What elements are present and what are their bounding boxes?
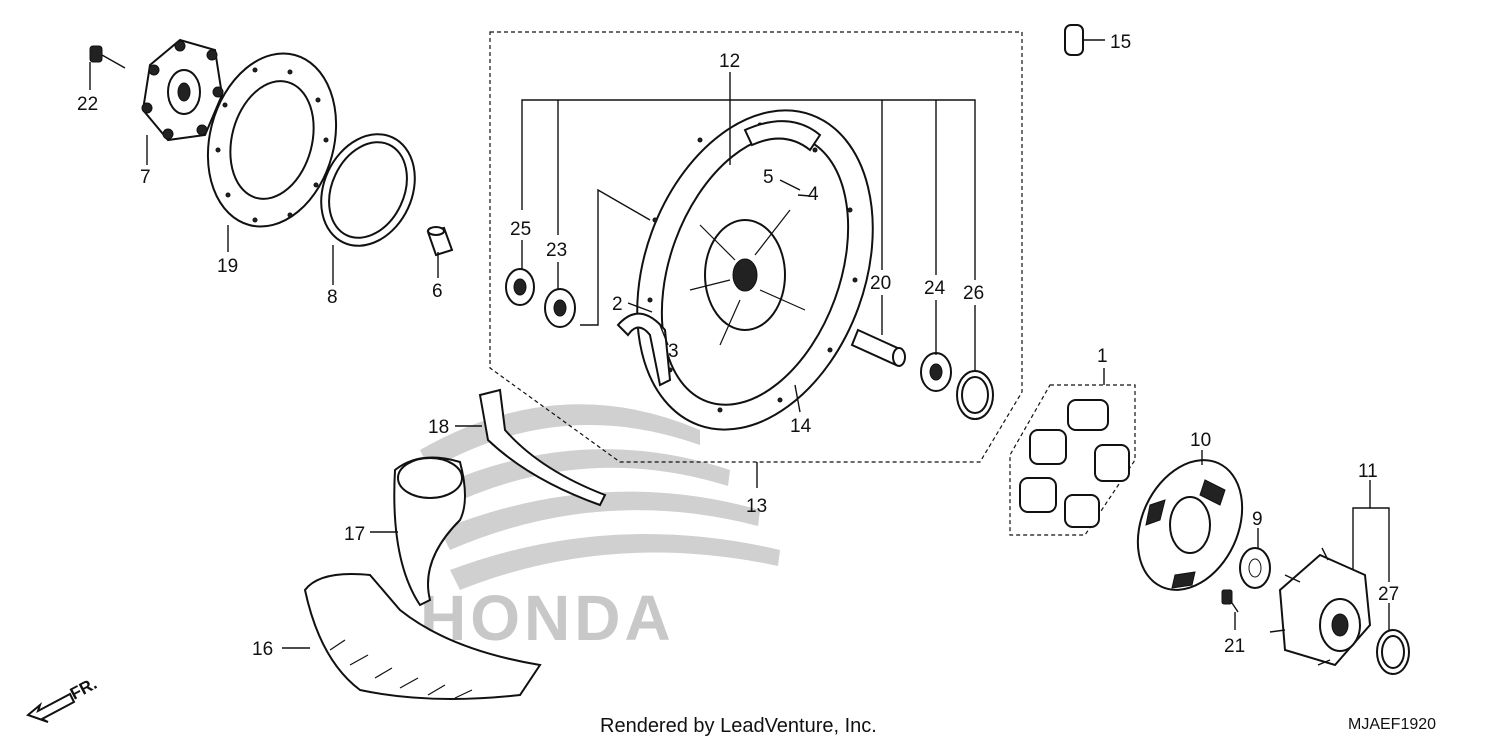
part-9-washer [1239, 547, 1271, 589]
label-12: 12 [719, 51, 740, 72]
part-1-damper-rubbers [1009, 384, 1136, 536]
assembly-box-13 [489, 31, 1023, 463]
part-18-rim-strip [478, 388, 607, 507]
watermark-text: HONDA [420, 582, 675, 654]
label-27: 27 [1378, 584, 1399, 605]
part-11-hub [1269, 547, 1372, 667]
label-18: 18 [428, 417, 449, 438]
part-10-plate [1136, 459, 1244, 591]
label-17: 17 [344, 524, 365, 545]
part-6-collar [426, 226, 454, 257]
label-21: 21 [1224, 636, 1245, 657]
label-20: 20 [870, 273, 891, 294]
label-25: 25 [510, 219, 531, 240]
diagram-code: MJAEF1920 [1348, 716, 1436, 733]
part-2-3-tape [616, 312, 672, 387]
part-8-ring [320, 133, 416, 247]
label-7: 7 [140, 167, 151, 188]
label-4: 4 [808, 184, 819, 205]
label-26: 26 [963, 283, 984, 304]
part-24-bearing [920, 352, 952, 392]
part-25-bearing [505, 268, 535, 306]
label-6: 6 [432, 281, 443, 302]
part-17-tube [393, 456, 466, 607]
part-19-brake-disc [206, 52, 338, 228]
label-2: 2 [612, 294, 623, 315]
part-5-4-tape [743, 120, 822, 152]
label-11: 11 [1358, 461, 1378, 482]
part-27-oring [1376, 629, 1410, 675]
part-26-oring [956, 370, 994, 420]
callout-labels: 1 2 3 4 5 6 7 8 9 10 11 12 13 14 15 16 1… [77, 32, 1399, 660]
label-15: 15 [1110, 32, 1131, 53]
part-22-bolt [89, 45, 126, 69]
label-5: 5 [763, 167, 774, 188]
part-20-collar [850, 328, 906, 367]
part-16-tire [303, 573, 542, 700]
part-7-flange [141, 38, 224, 142]
front-direction-arrow: FR. [26, 674, 100, 723]
label-14: 14 [790, 416, 812, 437]
part-15-valve [1064, 24, 1105, 56]
part-23-bearing [544, 288, 576, 328]
part-12-14-wheel [636, 109, 874, 431]
label-22: 22 [77, 94, 98, 115]
label-24: 24 [924, 278, 946, 299]
label-3: 3 [668, 341, 679, 362]
part-21-bolt [1221, 589, 1239, 613]
leader-lines [89, 62, 1390, 649]
render-credit: Rendered by LeadVenture, Inc. [600, 715, 877, 737]
label-13: 13 [746, 496, 767, 517]
label-19: 19 [217, 256, 238, 277]
arrow-icon [26, 692, 76, 723]
label-1: 1 [1097, 346, 1108, 367]
label-23: 23 [546, 240, 567, 261]
label-10: 10 [1190, 430, 1211, 451]
label-16: 16 [252, 639, 273, 660]
honda-wing-watermark: HONDA [420, 404, 780, 654]
label-9: 9 [1252, 509, 1263, 530]
label-8: 8 [327, 287, 338, 308]
